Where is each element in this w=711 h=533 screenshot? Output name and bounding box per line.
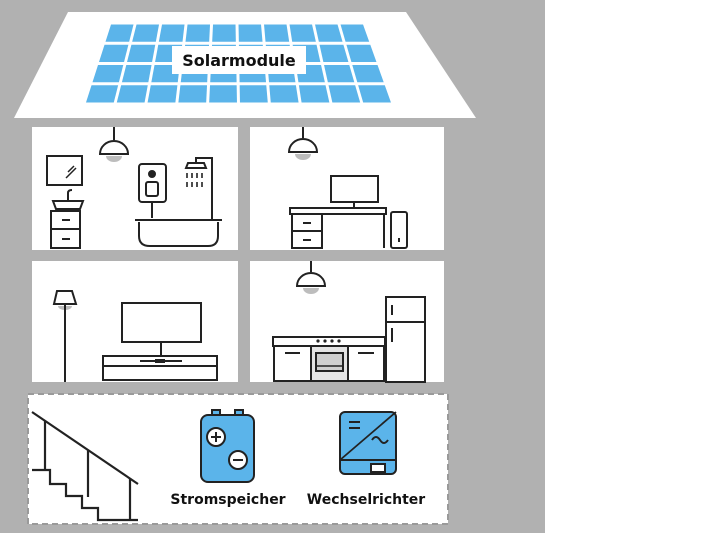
- oven-icon: [310, 339, 349, 382]
- floor-lamp-icon: [52, 290, 78, 382]
- solar-cell: [319, 44, 349, 62]
- battery-label: Stromspeicher: [170, 492, 285, 508]
- solar-cell: [269, 85, 299, 103]
- solar-cell: [121, 65, 152, 83]
- inverter-label: Wechselrichter: [307, 492, 425, 508]
- inverter-icon: [339, 411, 397, 475]
- solar-cell: [239, 85, 268, 103]
- roof: Solarmodule: [14, 12, 476, 118]
- solar-cell: [158, 24, 185, 42]
- solar-cell: [238, 24, 263, 42]
- solar-cell: [92, 65, 124, 83]
- solar-cell: [328, 85, 361, 103]
- solar-label-bg: [172, 46, 306, 74]
- water-heater-icon: [138, 163, 167, 218]
- solar-cell: [315, 24, 343, 42]
- solar-module-label: Solarmodule: [182, 51, 296, 70]
- solar-cell: [116, 85, 148, 103]
- solar-cell: [212, 24, 236, 42]
- tv-icon: [121, 302, 202, 355]
- solar-cell: [178, 85, 208, 103]
- tv-stand-icon: [102, 355, 218, 381]
- fridge-icon: [385, 296, 426, 383]
- solar-cell: [185, 24, 211, 42]
- solar-cell: [209, 85, 237, 103]
- solar-cell: [147, 85, 178, 103]
- solar-cell: [324, 65, 355, 83]
- solar-cell: [132, 24, 160, 42]
- solar-cell: [358, 85, 391, 103]
- bathtub-icon: [135, 219, 222, 247]
- shower-icon: [184, 157, 213, 220]
- solar-cell: [352, 65, 384, 83]
- solar-cell: [98, 44, 129, 62]
- ceiling-lamp-icon: [98, 127, 130, 162]
- pc-tower-icon: [390, 211, 408, 249]
- solar-cell: [340, 24, 370, 42]
- sink-cabinet-icon: [50, 189, 85, 249]
- battery-icon: [200, 409, 255, 483]
- solar-cell: [346, 44, 377, 62]
- solar-cell: [127, 44, 156, 62]
- mirror-icon: [46, 155, 83, 186]
- ceiling-lamp-icon: [295, 261, 327, 294]
- solar-cell: [298, 85, 330, 103]
- solar-cell: [105, 24, 134, 42]
- solar-panel-grid: [85, 24, 391, 103]
- solar-cell: [289, 24, 316, 42]
- desk-icon: [289, 207, 387, 249]
- ceiling-lamp-icon: [287, 127, 319, 160]
- solar-cell: [264, 24, 290, 42]
- solar-cell: [85, 85, 119, 103]
- staircase-icon: [31, 411, 139, 522]
